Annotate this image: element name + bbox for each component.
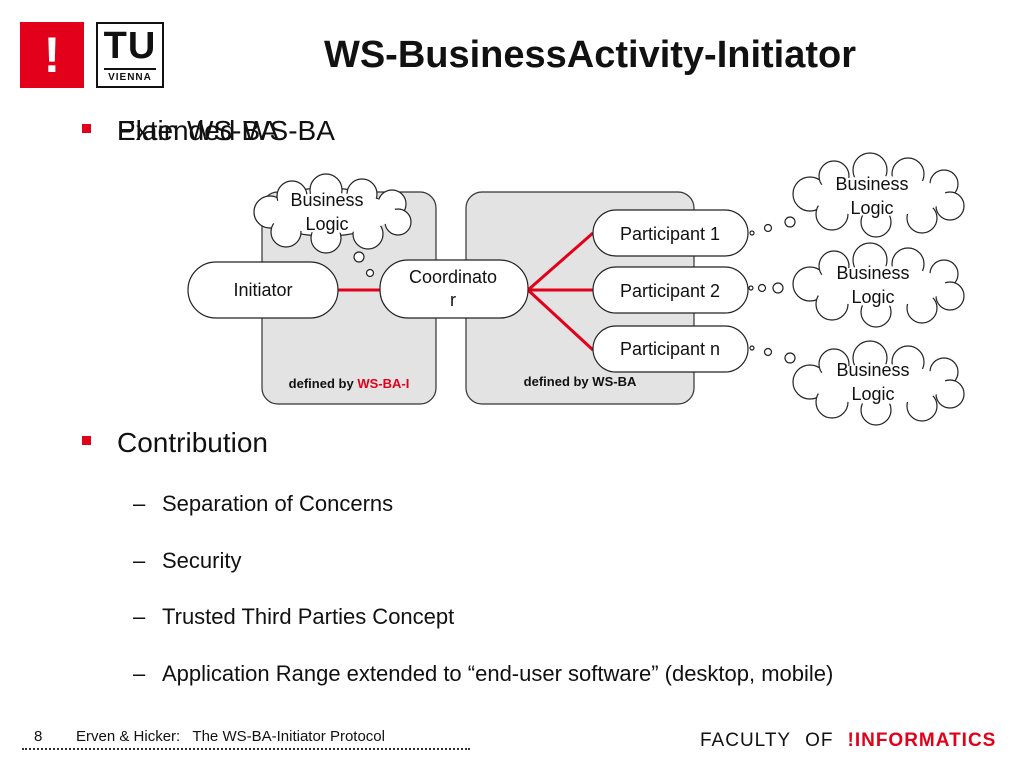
- initiator-node: [187, 261, 339, 319]
- sub-item-separation: Separation of Concerns: [162, 491, 394, 516]
- cloud-p1-line1: Business: [835, 174, 908, 194]
- wsba-region-label: defined by WS-BA: [524, 374, 637, 389]
- sub-dash: –: [133, 661, 146, 686]
- footer-text: Erven & Hicker: The WS-BA-Initiator Prot…: [76, 728, 385, 745]
- bullet-marker: [82, 124, 91, 133]
- wsbai-region-label: defined by WS-BA-I: [289, 376, 410, 391]
- participant-1-node: [592, 209, 749, 257]
- coordinator-participant1-link: [527, 231, 594, 292]
- bullet-extended-wsba: Extended WS-BA: [117, 115, 335, 146]
- tu-logo-rule: [104, 68, 156, 70]
- coordinator-label-line1: Coordinato: [409, 267, 497, 287]
- faculty-informatics: !INFORMATICS: [847, 730, 997, 751]
- cloud-initiator-business-logic: Business Logic: [253, 173, 412, 278]
- bullet-marker: [82, 436, 91, 445]
- cloud-pn-line1: Business: [836, 360, 909, 380]
- tu-logo-letters: TU: [103, 25, 157, 67]
- cloud-pn-line2: Logic: [851, 384, 894, 404]
- cloud-participant-2-business-logic: Business Logic: [748, 242, 965, 328]
- coordinator-label-line2: r: [450, 290, 456, 310]
- sub-item-security: Security: [162, 548, 242, 573]
- coordinator-participantn-link: [526, 288, 595, 352]
- sub-dash: –: [133, 548, 146, 573]
- page-title: WS-BusinessActivity-Initiator: [323, 34, 857, 76]
- sub-dash: –: [133, 491, 146, 516]
- participant-2-node: [592, 266, 749, 314]
- sub-item-application-range: Application Range extended to “end-user …: [162, 661, 834, 686]
- tu-vienna-logo: TU VIENNA: [96, 22, 164, 88]
- tu-logo-vienna: VIENNA: [108, 72, 152, 83]
- participant-n-label: Participant n: [620, 339, 720, 359]
- bullet-plain-wsba: Plain WS-BA: [117, 115, 279, 146]
- sub-dash: –: [133, 604, 146, 629]
- participant-n-node: [592, 325, 749, 373]
- wsba-label-prefix: defined by: [524, 374, 590, 389]
- initiator-label: Initiator: [233, 280, 292, 300]
- cloud-participant-n-business-logic: Business Logic: [749, 340, 965, 426]
- wsba-label-name: WS-BA: [592, 374, 637, 389]
- participant-2-label: Participant 2: [620, 281, 720, 301]
- wsbai-label-name: WS-BA-I: [357, 376, 409, 391]
- page-number: 8: [34, 728, 43, 745]
- coordinator-node: [379, 259, 529, 319]
- cloud-p2-line1: Business: [836, 263, 909, 283]
- cloud-participant-1-business-logic: Business Logic: [749, 152, 965, 238]
- bullet-contribution: Contribution: [117, 427, 268, 458]
- cloud-p1-line2: Logic: [850, 198, 893, 218]
- wsbai-label-prefix: defined by: [289, 376, 355, 391]
- faculty-logo: !: [20, 22, 84, 88]
- faculty-of: OF: [805, 730, 834, 751]
- cloud-initiator-line2: Logic: [305, 214, 348, 234]
- participant-1-label: Participant 1: [620, 224, 720, 244]
- faculty-word: FACULTY: [700, 730, 792, 751]
- cloud-initiator-line1: Business: [290, 190, 363, 210]
- footer-dotted-rule: [22, 748, 470, 750]
- faculty-wordmark: FACULTY OF !INFORMATICS: [700, 730, 996, 752]
- cloud-p2-line2: Logic: [851, 287, 894, 307]
- sub-item-trusted-third-parties: Trusted Third Parties Concept: [162, 604, 455, 629]
